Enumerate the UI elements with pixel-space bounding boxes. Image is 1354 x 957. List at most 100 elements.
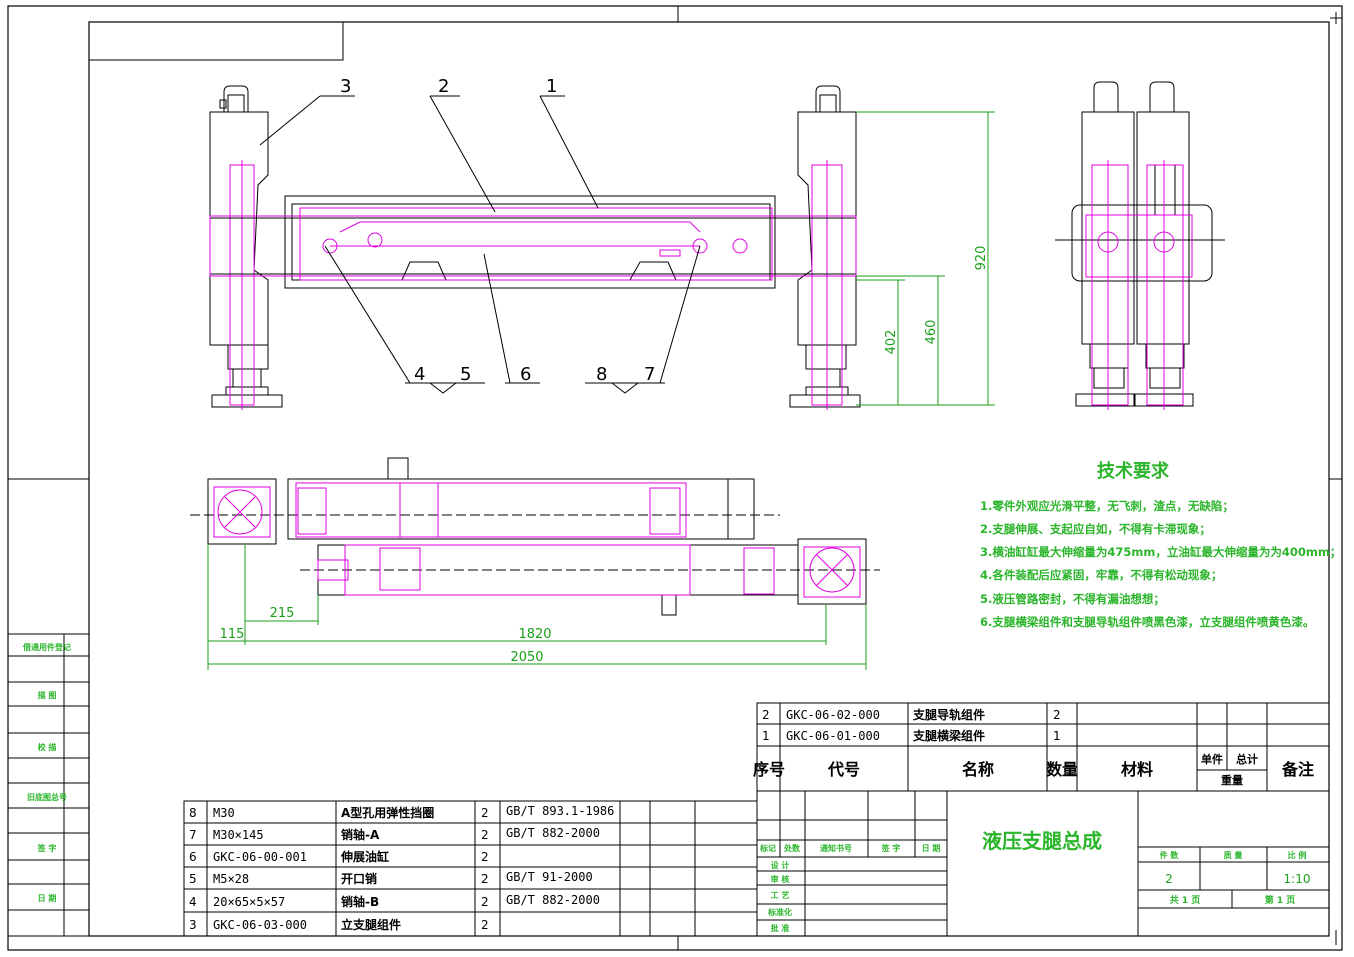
row5-code: M5×28: [213, 872, 249, 886]
top-row-2-name: 支腿导轨组件: [912, 707, 985, 722]
left-leg: [209, 85, 283, 408]
dim-402: 402: [884, 330, 899, 355]
callout-8: 8: [596, 364, 607, 385]
front-view: 3 2 1 4 5 6 8 7 920 402 460: [209, 76, 995, 410]
pieces-value: 2: [1165, 872, 1173, 886]
header-unit: 单件: [1201, 752, 1223, 766]
sheet-no: 第 1 页: [1265, 894, 1296, 906]
tech-item-6: 6.支腿横梁组件和支腿导轨组件喷黑色漆，立支腿组件喷黄色漆。: [980, 615, 1314, 629]
row7-name: 销轴-A: [341, 827, 380, 842]
top-row-1-code: GKC-06-01-000: [786, 729, 880, 743]
row3-code: GKC-06-03-000: [213, 918, 307, 932]
row3-no: 3: [189, 918, 197, 932]
left-side-table: 借通用件登记 描 图 校 描 旧底图总号 签 字 日 期: [7, 633, 90, 937]
role-0: 设 计: [771, 860, 790, 870]
sheets-total: 共 1 页: [1170, 894, 1201, 906]
row4-qty: 2: [481, 895, 489, 909]
callout-6: 6: [520, 364, 531, 385]
left-leg-inner: [229, 160, 255, 410]
drawing-name: 液压支腿总成: [982, 829, 1102, 853]
tech-item-4: 4.各件装配后应紧固，牢靠，不得有松动现象；: [980, 568, 1222, 582]
role-3: 标准化: [767, 907, 792, 917]
header-name: 名称: [962, 760, 994, 779]
weight-label: 质 量: [1224, 850, 1243, 860]
row6-qty: 2: [481, 850, 489, 864]
row8-std: GB/T 893.1-1986: [506, 804, 614, 818]
tech-item-2: 2.支腿伸展、支起应自如，不得有卡滞现象；: [980, 522, 1211, 536]
top-left-box: [88, 21, 344, 61]
dim-460: 460: [924, 320, 939, 345]
tech-item-5: 5.液压管路密封，不得有漏油想想；: [980, 592, 1165, 606]
side-label-4: 签 字: [37, 843, 57, 853]
callout-leaders: [259, 95, 701, 394]
row7-qty: 2: [481, 828, 489, 842]
row7-std: GB/T 882-2000: [506, 826, 600, 840]
side-label-3: 旧底图总号: [27, 792, 67, 802]
beam-inner: [209, 207, 857, 281]
top-row-1-no: 1: [762, 729, 770, 743]
header-code: 代号: [827, 760, 860, 779]
right-leg: [789, 85, 861, 408]
dim-920: 920: [974, 246, 989, 271]
callout-2: 2: [438, 76, 449, 97]
row8-no: 8: [189, 806, 197, 820]
header-remark: 备注: [1281, 760, 1314, 779]
callout-3: 3: [340, 76, 351, 97]
rev-h-1: 处数: [783, 843, 801, 853]
dim-115: 115: [220, 627, 245, 642]
rev-h-2: 通知书号: [820, 843, 852, 853]
row8-qty: 2: [481, 806, 489, 820]
header-material: 材料: [1121, 760, 1153, 779]
header-weight: 重量: [1221, 773, 1243, 787]
row7-no: 7: [189, 828, 197, 842]
tech-title: 技术要求: [1097, 460, 1170, 482]
top-row-1-qty: 1: [1053, 729, 1061, 743]
rev-h-0: 标记: [759, 843, 776, 853]
row6-name: 伸展油缸: [340, 849, 389, 864]
row4-no: 4: [189, 895, 197, 909]
top-row-2-no: 2: [762, 708, 770, 722]
outer-border: [7, 5, 1343, 951]
side-label-5: 日 期: [38, 893, 57, 903]
row7-code: M30×145: [213, 828, 264, 842]
role-4: 批 准: [771, 923, 790, 933]
scale-value: 1:10: [1284, 872, 1311, 886]
callout-5: 5: [460, 364, 471, 385]
row5-qty: 2: [481, 872, 489, 886]
scale-label: 比 例: [1288, 850, 1307, 860]
top-row-2-code: GKC-06-02-000: [786, 708, 880, 722]
side-view: [1055, 81, 1225, 410]
top-row-1-name: 支腿横梁组件: [912, 728, 985, 743]
row5-std: GB/T 91-2000: [506, 870, 593, 884]
tech-item-3: 3.横油缸缸最大伸缩量为475mm，立油缸最大伸缩量为为400mm；: [980, 545, 1341, 559]
side-label-1: 描 图: [38, 690, 57, 700]
row6-code: GKC-06-00-001: [213, 850, 307, 864]
side-label-0: 借通用件登记: [22, 642, 71, 652]
tech-item-1: 1.零件外观应光滑平整，无飞刺，渣点，无缺陷；: [980, 499, 1234, 513]
role-1: 审 核: [771, 874, 790, 884]
side-label-2: 校 描: [38, 742, 57, 752]
callout-4: 4: [414, 364, 425, 385]
row8-code: M30: [213, 806, 235, 820]
dim-1820: 1820: [518, 627, 551, 642]
header-no: 序号: [753, 760, 785, 779]
row4-code: 20×65×5×57: [213, 895, 285, 909]
row5-no: 5: [189, 872, 197, 886]
dim-215: 215: [270, 606, 295, 621]
callout-1: 1: [546, 76, 557, 97]
pieces-label: 件 数: [1160, 850, 1180, 860]
rev-h-4: 日 期: [922, 843, 941, 853]
row3-name: 立支腿组件: [341, 917, 401, 932]
row3-qty: 2: [481, 918, 489, 932]
top-row-2-qty: 2: [1053, 708, 1061, 722]
right-leg-inner: [811, 160, 843, 410]
row6-no: 6: [189, 850, 197, 864]
row5-name: 开口销: [341, 871, 377, 886]
header-qty: 数量: [1046, 760, 1078, 779]
vertical-dims: [856, 111, 995, 406]
parts-list-bottom: [183, 800, 758, 937]
dim-2050: 2050: [510, 650, 543, 665]
tech-requirements: 技术要求 1.零件外观应光滑平整，无飞刺，渣点，无缺陷； 2.支腿伸展、支起应自…: [980, 460, 1341, 629]
row4-std: GB/T 882-2000: [506, 893, 600, 907]
